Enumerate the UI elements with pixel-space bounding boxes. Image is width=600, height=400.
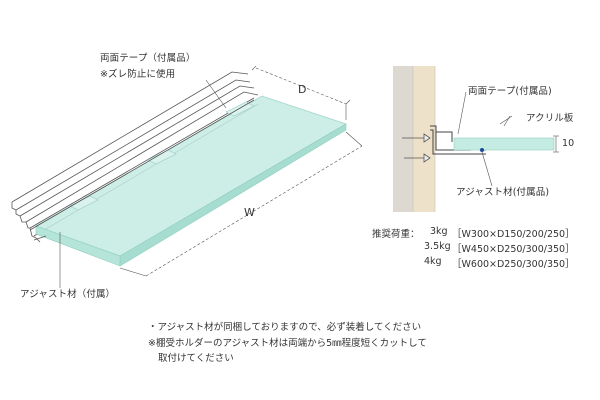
depth-dimension-label: D (298, 83, 307, 96)
load-row-3-load: 4kg (424, 256, 442, 267)
note-line-2: ※棚受ホルダーのアジャスト材は両端から5㎜程度短くカットして (148, 338, 427, 349)
acrylic-plate (35, 95, 347, 267)
leader-lines-left (59, 79, 227, 288)
adjuster-strip (29, 99, 255, 241)
load-row-3-sizes: ［W600×D250/300/350］ (452, 259, 575, 270)
load-heading: 推奨荷重： (372, 229, 420, 240)
dimension-d (251, 65, 351, 120)
tape-label-left: 両面テープ（付属品） (100, 53, 196, 64)
load-row-2-sizes: ［W450×D250/300/350］ (452, 244, 575, 255)
leader-lines-right (457, 91, 559, 187)
acrylic-section (453, 137, 555, 151)
width-dimension-label: W (244, 206, 255, 219)
adjuster-label-left: アジャスト材（付属） (20, 289, 116, 300)
thickness-label: 10 (562, 138, 575, 149)
load-row-1-sizes: ［W300×D150/200/250］ (452, 229, 575, 240)
load-row-2-load: 3.5kg (424, 241, 451, 252)
tape-note-left: ※ズレ防止に使用 (100, 69, 176, 80)
screws (402, 133, 431, 163)
adjuster-section (480, 148, 484, 152)
load-row-1-load: 3kg (430, 226, 448, 237)
tape-label-right: 両面テープ(付属品) (468, 86, 552, 97)
note-line-1: ・アジャスト材が同梱しておりますので、必ず装着してください (148, 322, 422, 333)
note-line-3: 取付けてください (158, 353, 234, 364)
dimension-w (119, 131, 363, 277)
adjuster-label-right: アジャスト材(付属品) (456, 187, 550, 198)
acrylic-label: アクリル板 (526, 113, 574, 124)
